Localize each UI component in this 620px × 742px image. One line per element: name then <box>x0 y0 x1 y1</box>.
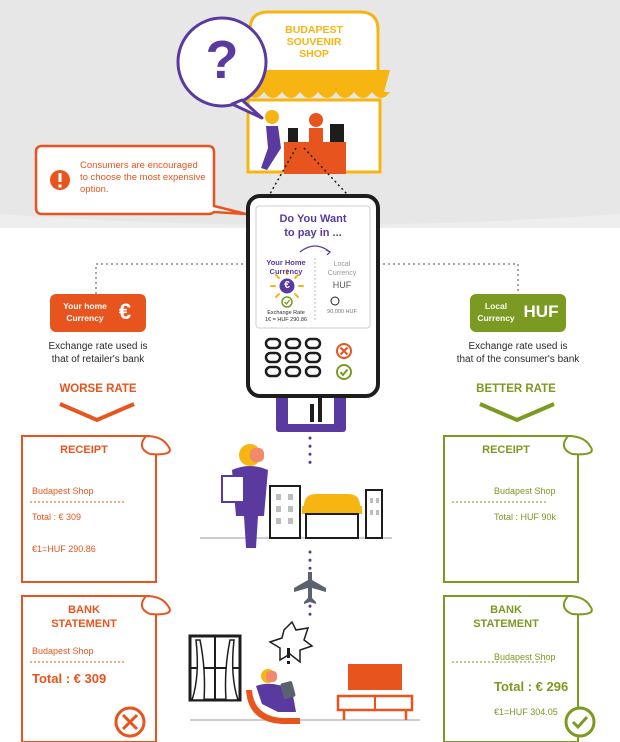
left-statement-total: Total : € 309 <box>32 671 107 686</box>
callout-line3: option. <box>80 184 109 195</box>
option-local-line1: Local <box>333 261 351 268</box>
connector-left <box>95 263 248 296</box>
option-home-line1: Your Home <box>266 258 306 267</box>
local-currency-code: HUF <box>523 302 559 321</box>
shop-sign: BUDAPEST SOUVENIR SHOP <box>270 24 358 60</box>
option-home-label: Your Home Currency <box>258 258 314 276</box>
option-home-rate-label: Exchange Rate <box>267 310 305 316</box>
callout-box <box>34 144 247 216</box>
home-currency-badge-label: Your home Currency <box>56 300 114 324</box>
local-currency-badge-label: Local Currency <box>474 300 518 324</box>
right-verdict: BETTER RATE <box>476 383 556 395</box>
accept-icon <box>564 706 596 738</box>
left-receipt-shop: Budapest Shop <box>32 486 94 496</box>
right-note-line2: that of the consumer's bank <box>456 354 580 365</box>
option-home-rate-value: 1€ = HUF 290.86 <box>264 317 308 323</box>
left-note-line2: that of retailer's bank <box>51 354 145 365</box>
option-home-rate: Exchange Rate 1€ = HUF 290.86 <box>258 310 314 324</box>
airplane-icon <box>294 572 326 604</box>
right-statement-title-line2: STATEMENT <box>473 618 539 630</box>
shop-sign-line2: SOUVENIR <box>286 36 342 48</box>
statement-left-shape <box>21 595 171 742</box>
local-badge-line1: Local <box>484 301 508 311</box>
right-statement-shop: Budapest Shop <box>494 652 556 662</box>
shop-illustration <box>240 10 390 174</box>
right-receipt-shop: Budapest Shop <box>494 486 556 496</box>
option-local-line2: Currency <box>327 270 357 277</box>
question-bubble <box>176 16 268 120</box>
option-local-label: Local Currency <box>316 260 368 278</box>
statement-right-shape <box>443 595 593 742</box>
right-receipt-title: RECEIPT <box>482 444 530 456</box>
left-note-line1: Exchange rate used is <box>48 341 148 352</box>
right-note: Exchange rate used is that of the consum… <box>440 340 596 366</box>
city-scene <box>200 444 392 548</box>
question-mark: ? <box>205 30 239 90</box>
right-note-line1: Exchange rate used is <box>468 341 568 352</box>
left-statement-title: BANK STATEMENT <box>22 603 146 631</box>
left-statement-shop: Budapest Shop <box>32 646 94 656</box>
right-receipt-total: Total : HUF 90k <box>494 512 557 522</box>
right-statement-rate: €1=HUF 304.05 <box>494 707 558 717</box>
local-currency-badge <box>470 294 566 332</box>
reject-icon <box>114 706 146 738</box>
right-statement-title-line1: BANK <box>490 604 522 616</box>
warning-icon <box>50 170 70 190</box>
left-statement-title-line1: BANK <box>68 604 100 616</box>
terminal-title-line2: to pay in ... <box>284 227 342 239</box>
home-scene <box>188 620 420 724</box>
payment-terminal <box>246 194 380 398</box>
left-receipt-title: RECEIPT <box>60 444 108 456</box>
receipt-right-shape <box>443 435 593 583</box>
callout-text: Consumers are encouraged to choose the m… <box>80 160 206 196</box>
local-badge-line2: Currency <box>477 313 515 323</box>
terminal-title-line1: Do You Want <box>279 213 347 225</box>
shop-sign-line3: SHOP <box>299 48 329 60</box>
right-statement-total: Total : € 296 <box>494 679 569 694</box>
option-home-symbol: € <box>284 280 290 291</box>
terminal-title: Do You Want to pay in ... <box>258 212 368 240</box>
home-badge-line2: Currency <box>66 313 104 323</box>
shop-sign-line1: BUDAPEST <box>285 24 343 36</box>
option-home-line2: Currency <box>269 267 303 276</box>
home-badge-line1: Your home <box>63 301 107 311</box>
option-local-code: HUF <box>332 280 352 290</box>
left-statement-title-line2: STATEMENT <box>51 618 117 630</box>
home-currency-badge <box>50 294 146 332</box>
home-currency-symbol: € <box>118 299 132 324</box>
left-receipt-total: Total : € 309 <box>32 512 82 522</box>
callout-line2: to choose the most expensive <box>80 172 206 183</box>
option-local-amount: 90,000 HUF <box>327 309 357 315</box>
receipt-left-shape <box>21 435 171 583</box>
connector-right <box>378 263 519 296</box>
callout-line1: Consumers are encouraged <box>80 160 198 171</box>
right-statement-title: BANK STATEMENT <box>444 603 568 631</box>
left-note: Exchange rate used is that of retailer's… <box>28 340 168 366</box>
left-verdict: WORSE RATE <box>59 383 137 395</box>
left-receipt-rate: €1=HUF 290.86 <box>32 544 96 554</box>
